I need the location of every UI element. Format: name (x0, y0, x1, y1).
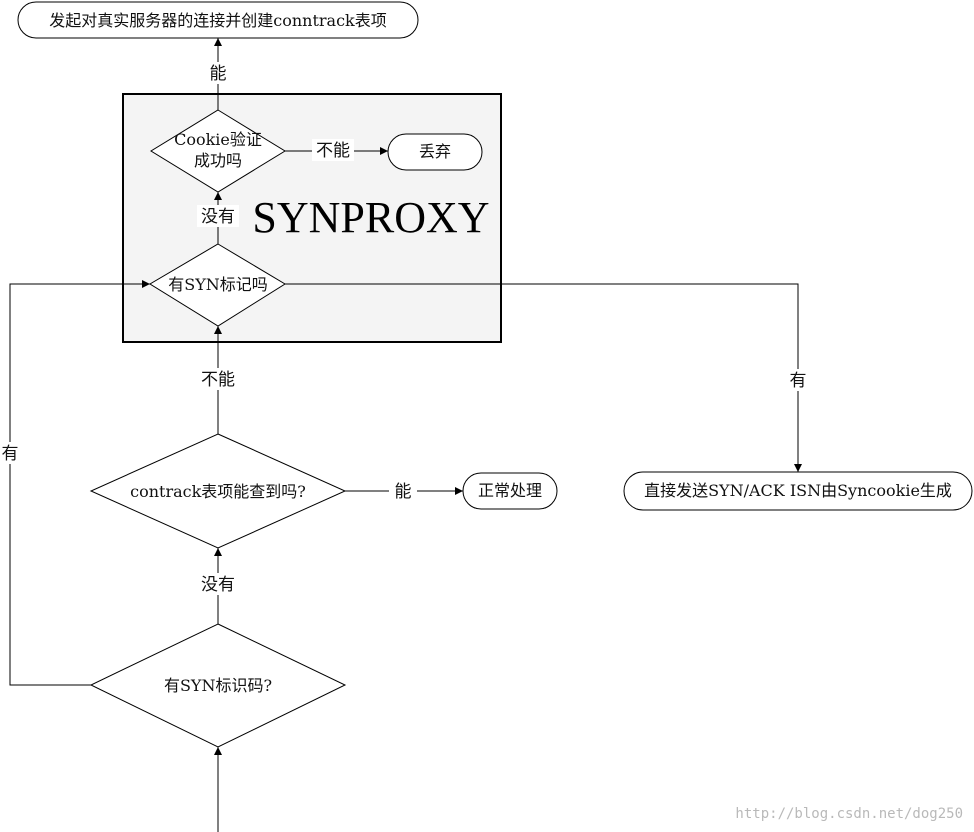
syn-flag-check-node (89, 623, 347, 748)
edge-flag-yes (9, 280, 150, 686)
edge-label-cookie-no: 不能 (316, 141, 350, 161)
edge-label-lookup-no: 不能 (201, 370, 235, 390)
edge-mark-yes (285, 283, 802, 472)
cookie-check-label-1: Cookie验证 (174, 130, 262, 149)
watermark: http://blog.csdn.net/dog250 (735, 806, 963, 822)
start-connection-node (17, 1, 419, 39)
edge-label-mark-yes: 有 (790, 371, 807, 391)
normal-process-node (462, 472, 558, 510)
edge-label-flag-yes: 有 (2, 444, 19, 464)
conntrack-lookup-node (89, 433, 347, 549)
normal-process-label: 正常处理 (478, 481, 542, 500)
syn-mark-check-node (149, 243, 286, 327)
send-synack-node (623, 471, 973, 511)
edge-label-cookie-yes: 能 (210, 64, 227, 84)
conntrack-lookup-label: contrack表项能查到吗? (130, 482, 306, 501)
syn-mark-check-label: 有SYN标记吗 (168, 275, 268, 294)
edge-label-lookup-yes: 能 (395, 482, 412, 502)
edge-label-flag-no: 没有 (201, 575, 235, 595)
edge-label-mark-no: 没有 (201, 207, 235, 227)
cookie-check-node (150, 109, 286, 193)
discard-node (387, 133, 483, 171)
discard-label: 丢弃 (419, 142, 451, 161)
cookie-check-label-2: 成功吗 (194, 151, 242, 170)
synproxy-title: SYNPROXY (252, 193, 489, 242)
syn-flag-check-label: 有SYN标识码? (164, 676, 272, 695)
start-connection-label: 发起对真实服务器的连接并创建conntrack表项 (49, 11, 386, 30)
send-synack-label: 直接发送SYN/ACK ISN由Syncookie生成 (644, 481, 952, 500)
